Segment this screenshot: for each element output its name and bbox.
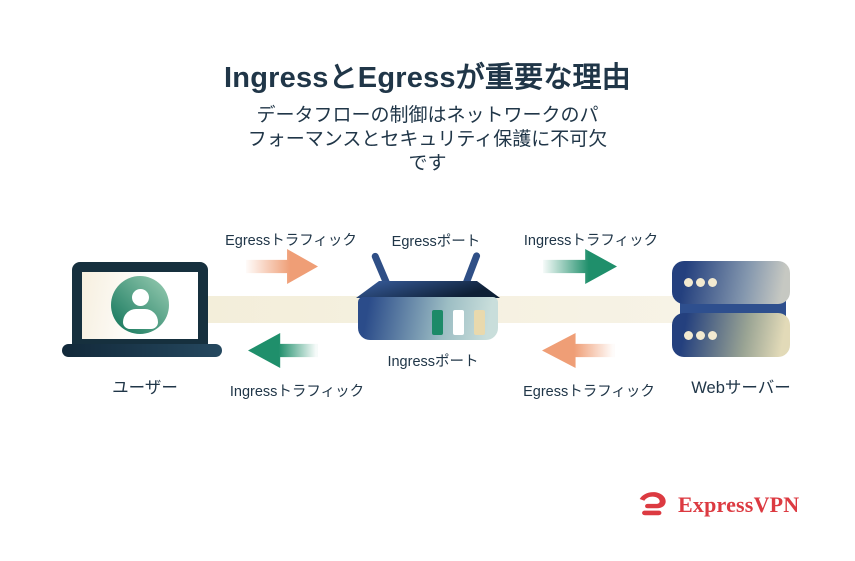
user-node-label: ユーザー: [112, 379, 178, 397]
page-subtitle: データフローの制御はネットワークのパ フォーマンスとセキュリティ保護に不可欠 で…: [0, 104, 855, 176]
egress-traffic-label-top: Egressトラフィック: [225, 233, 357, 249]
server-dot: [684, 331, 693, 340]
web-server-node-label: Webサーバー: [691, 379, 791, 397]
server-connector-bar: [680, 300, 786, 316]
server-dots: [684, 331, 717, 340]
router-indicator-light-green: [432, 310, 443, 335]
server-dot: [684, 278, 693, 287]
egress-port-label: Egressポート: [391, 234, 481, 250]
server-dot: [708, 278, 717, 287]
server-dot: [708, 331, 717, 340]
page-title: IngressとEgressが重要な理由: [224, 62, 631, 94]
ingress-port-label: Ingressポート: [387, 354, 479, 370]
egress-arrow-right-icon: [246, 249, 318, 284]
server-unit-top: [672, 261, 790, 304]
router-indicator-light-white: [453, 310, 464, 335]
subtitle-line: データフローの制御はネットワークのパ: [256, 105, 599, 126]
laptop-screen-display: [82, 272, 198, 339]
expressvpn-wordmark: ExpressVPN: [678, 491, 800, 517]
brand-logo: ExpressVPN: [636, 488, 799, 521]
subtitle-line: です: [408, 153, 447, 174]
laptop-base: [62, 344, 222, 357]
expressvpn-logo-icon: [639, 492, 666, 516]
ingress-arrow-right-icon: [543, 249, 617, 284]
ingress-arrow-left-icon: [248, 333, 318, 368]
server-dots: [684, 278, 717, 287]
server-dot: [696, 278, 705, 287]
server-unit-bottom: [672, 313, 790, 357]
avatar-head: [131, 289, 149, 306]
avatar-shoulders: [122, 309, 158, 329]
ingress-traffic-label-top: Ingressトラフィック: [523, 233, 659, 249]
server-dot: [696, 331, 705, 340]
egress-traffic-label-bottom: Egressトラフィック: [523, 384, 655, 400]
router-top-face: [356, 281, 500, 298]
laptop-icon: [72, 262, 208, 345]
ingress-traffic-label-bottom: Ingressトラフィック: [229, 384, 365, 400]
subtitle-line: フォーマンスとセキュリティ保護に不可欠: [247, 129, 608, 150]
router-icon: [358, 297, 498, 340]
user-avatar-icon: [111, 276, 169, 334]
router-indicator-light-cream: [474, 310, 485, 335]
egress-arrow-left-icon: [542, 333, 615, 368]
